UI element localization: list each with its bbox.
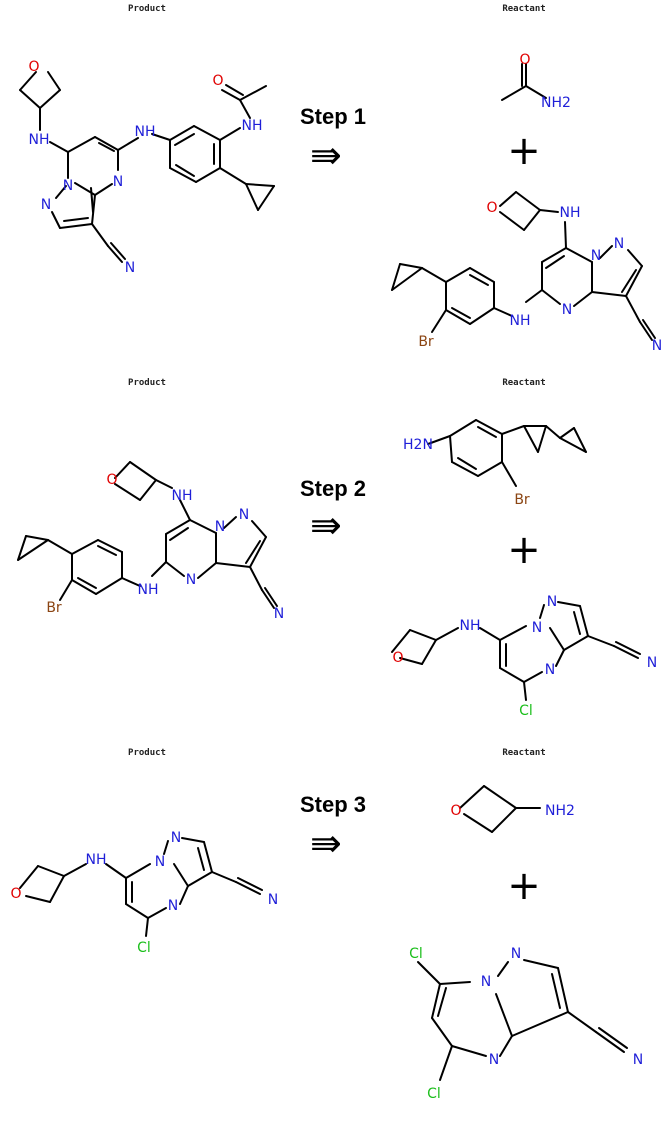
atom-n: N xyxy=(511,946,521,962)
atom-nh: NH xyxy=(510,313,531,329)
reactant-header: Reactant xyxy=(502,4,546,14)
retrosynthesis-arrow-icon: ⇛ xyxy=(310,133,342,177)
atom-n: N xyxy=(532,620,542,636)
step-label: Step 3 xyxy=(300,792,367,817)
atom-n: N xyxy=(63,178,73,194)
atom-o: O xyxy=(212,73,223,89)
atom-nh: NH xyxy=(460,618,481,634)
atom-nh: NH xyxy=(560,205,581,221)
atom-o: O xyxy=(106,472,117,488)
atom-n: N xyxy=(215,519,225,535)
atom-cl: Cl xyxy=(427,1086,441,1102)
atom-o: O xyxy=(10,886,21,902)
atom-cl: Cl xyxy=(137,940,151,956)
atom-n: N xyxy=(545,662,555,678)
atom-n: N xyxy=(239,507,249,523)
atom-n: N xyxy=(41,197,51,213)
atom-n: N xyxy=(125,260,135,276)
atom-n: N xyxy=(633,1052,643,1068)
atom-n: N xyxy=(591,248,601,264)
step-label: Step 2 xyxy=(300,476,367,501)
retrosynthesis-arrow-icon: ⇛ xyxy=(310,821,342,865)
atom-n: N xyxy=(168,898,178,914)
atom-n: N xyxy=(268,892,278,908)
atom-n: N xyxy=(489,1052,499,1068)
reactant-header: Reactant xyxy=(502,748,546,758)
atom-n: N xyxy=(186,572,196,588)
atom-o: O xyxy=(486,200,497,216)
product-header: Product xyxy=(128,4,166,14)
product-header: Product xyxy=(128,748,166,758)
atom-o: O xyxy=(392,650,403,666)
atom-br: Br xyxy=(46,600,62,616)
atom-o: O xyxy=(519,52,530,68)
atom-n: N xyxy=(652,338,662,354)
plus-sign: + xyxy=(507,527,541,573)
atom-br: Br xyxy=(514,492,530,508)
atom-nh: NH xyxy=(172,488,193,504)
atom-nh2: NH2 xyxy=(545,803,575,819)
retrosynthesis-arrow-icon: ⇛ xyxy=(310,503,342,547)
step-label: Step 1 xyxy=(300,104,367,129)
atom-nh: NH xyxy=(135,124,156,140)
atom-n: N xyxy=(547,594,557,610)
atom-cl: Cl xyxy=(409,946,423,962)
atom-nh2: NH2 xyxy=(541,95,571,111)
atom-n: N xyxy=(614,236,624,252)
atom-br: Br xyxy=(418,334,434,350)
atom-n: N xyxy=(481,974,491,990)
plus-sign: + xyxy=(507,863,541,909)
atom-nh: NH xyxy=(138,582,159,598)
atom-n: N xyxy=(274,606,284,622)
atom-n: N xyxy=(562,302,572,318)
atom-nh: NH xyxy=(29,132,50,148)
atom-n: N xyxy=(647,655,657,671)
atom-nh: NH xyxy=(86,852,107,868)
atom-n: N xyxy=(155,854,165,870)
atom-cl: Cl xyxy=(519,703,533,719)
atom-n: N xyxy=(171,830,181,846)
atom-n: N xyxy=(113,174,123,190)
atom-o: O xyxy=(28,59,39,75)
atom-o: O xyxy=(450,803,461,819)
product-header: Product xyxy=(128,378,166,388)
plus-sign: + xyxy=(507,128,541,174)
reactant-header: Reactant xyxy=(502,378,546,388)
atom-nh: NH xyxy=(242,118,263,134)
atom-h2n: H2N xyxy=(403,437,433,453)
